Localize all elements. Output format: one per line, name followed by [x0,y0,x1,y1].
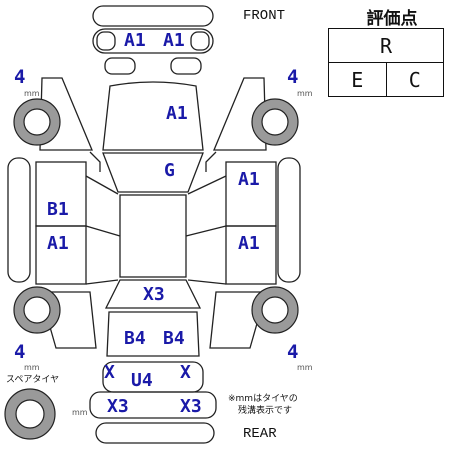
exterior-grade: E [328,62,387,97]
front-right-tire [251,98,299,146]
overall-grade: R [328,28,444,63]
note-line-2: 残溝表示です [238,406,293,416]
damage-rear-panel-right: X [180,362,191,383]
mm-unit-rear-right: mm [297,363,313,372]
damage-front-grille-right: A1 [163,30,185,51]
mm-unit-front-left: mm [24,89,40,98]
right-headlight [170,57,202,75]
rear-left-tire [13,286,61,334]
damage-trunk-left: B4 [124,328,146,349]
damage-front-grille-left: A1 [124,30,146,51]
left-headlight [104,57,136,75]
mm-unit-front-right: mm [297,89,313,98]
damage-roof: G [164,160,175,181]
hood [102,81,204,151]
grade-title: 評価点 [366,9,418,29]
tread-front-left: 4 [14,66,26,88]
front-bumper [92,5,214,27]
damage-rear-glass: X3 [143,284,165,305]
rear-label: REAR [243,426,277,442]
left-side-sill [7,157,31,283]
spare-tire-label: スペアタイヤ [6,375,60,385]
windshield [102,152,204,193]
damage-left-rear-door: A1 [47,233,69,254]
mm-unit-rear-left: mm [24,363,40,372]
rear-right-tire [251,286,299,334]
damage-hood: A1 [166,103,188,124]
damage-rear-bumper-left: X3 [107,396,129,417]
damage-right-rear-door: A1 [238,233,260,254]
right-side-sill [277,157,301,283]
damage-rear-bumper-right: X3 [180,396,202,417]
damage-rear-panel-center: U4 [131,370,153,391]
rear-glass [104,279,202,309]
front-label: FRONT [243,8,286,24]
front-left-tire [13,98,61,146]
spare-tire [4,388,56,440]
right-front-fender [213,77,267,151]
rear-skirt [95,422,215,444]
damage-rear-panel-left: X [104,362,115,383]
damage-left-front-door: B1 [47,199,69,220]
front-grille [92,28,214,54]
note-line-1: ※mmはタイヤの [228,394,298,404]
right-rear-door [225,225,277,285]
damage-trunk-right: B4 [163,328,185,349]
trunk [106,311,200,357]
roof [119,194,187,278]
right-rear-fender [209,291,267,349]
rear-bumper [89,391,217,419]
tread-rear-left: 4 [14,341,26,363]
grade-table: R E C [328,28,444,97]
mm-unit-spare: mm [72,408,88,417]
tread-front-right: 4 [287,66,299,88]
left-rear-door [35,225,87,285]
left-rear-fender [39,291,97,349]
tread-rear-right: 4 [287,341,299,363]
damage-right-front-door: A1 [238,169,260,190]
interior-grade: C [385,62,444,97]
